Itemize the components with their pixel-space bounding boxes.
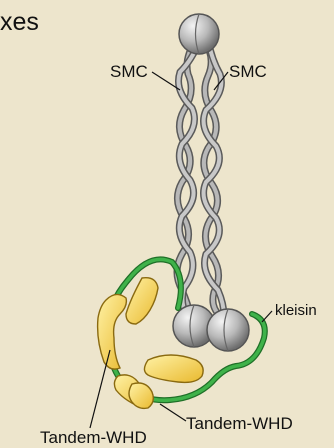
title-fragment: xes <box>0 8 39 37</box>
tandem-whd-right-label: Tandem-WHD <box>186 414 293 434</box>
leader-twhd-right <box>160 404 186 421</box>
smc-left-label: SMC <box>110 62 148 82</box>
tandem-whd-left-label: Tandem-WHD <box>40 428 147 448</box>
kleisin-label: kleisin <box>275 302 317 319</box>
leader-kleisin <box>262 311 272 322</box>
smc-right-label: SMC <box>229 62 267 82</box>
leader-twhd-left <box>90 350 110 428</box>
smc-head-right <box>207 309 249 351</box>
hinge-domain <box>179 14 219 54</box>
